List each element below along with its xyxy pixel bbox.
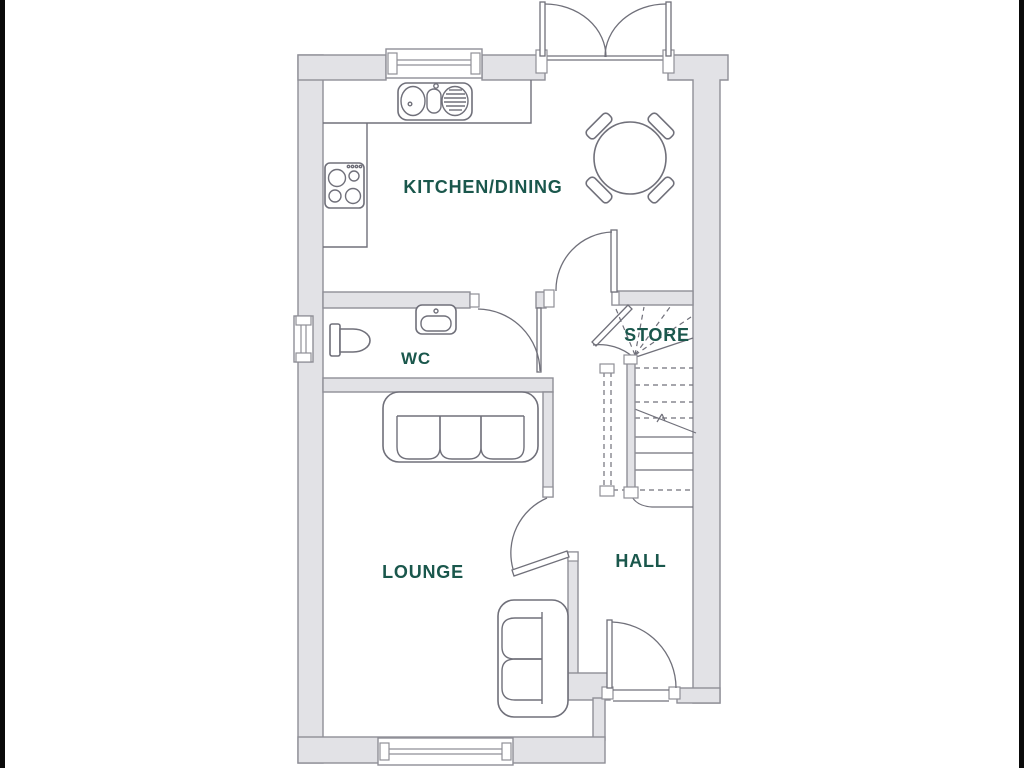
lounge-window (377, 737, 514, 766)
hall-label: HALL (615, 551, 666, 571)
wall-top-left (297, 54, 387, 81)
stair-stringer (626, 356, 636, 491)
wall-kitchen-stairs (611, 290, 694, 306)
french-door-leaf-right (665, 1, 672, 57)
front-door-leaf (606, 619, 613, 689)
wall-lounge-right (542, 391, 554, 498)
staircase-icon (613, 306, 697, 508)
wall-exterior-right (667, 54, 729, 704)
dining-table-chairs-icon (585, 112, 675, 204)
french-doors (535, 1, 675, 74)
letterbox-bar-right (1019, 0, 1024, 768)
toilet-icon (329, 323, 371, 357)
kitchen-dining-label: KITCHEN/DINING (403, 177, 562, 197)
kitchen-window (385, 48, 483, 79)
sink-drainer-icon (397, 82, 473, 121)
sofa-3-seat-icon (382, 391, 539, 463)
french-door-leaf-left (539, 1, 546, 57)
lounge-door-leaf (511, 550, 570, 577)
kitchen-door (543, 229, 620, 308)
lounge-label: LOUNGE (382, 562, 464, 582)
handrail-icon (599, 363, 615, 497)
kitchen-door-leaf (610, 229, 618, 293)
letterbox-bar-left (0, 0, 5, 768)
front-door (601, 619, 681, 702)
wall-exterior-left (297, 54, 324, 764)
worktop-icon (323, 80, 532, 248)
dining-table (593, 121, 667, 195)
wash-basin-icon (415, 304, 457, 335)
store-door-leaf (591, 304, 633, 347)
dining-chair (647, 112, 675, 140)
wc-window (293, 315, 314, 363)
wc-door (469, 293, 542, 373)
sofa-2-seat-icon (497, 599, 569, 718)
wall-wc-lounge (322, 377, 554, 393)
dining-chair (585, 112, 613, 140)
dining-chair (585, 176, 613, 204)
wall-hall-left (567, 551, 579, 689)
wall-porch-connector (592, 697, 606, 741)
wc-label: WC (401, 349, 431, 368)
room-labels: KITCHEN/DINING WC STORE LOUNGE HALL (382, 177, 690, 582)
hob-icon (324, 162, 365, 209)
wall-hall-bottom (676, 687, 721, 704)
wc-door-leaf (536, 307, 542, 373)
store-label: STORE (624, 325, 690, 345)
dining-chair (647, 176, 675, 204)
lounge-door (510, 486, 579, 577)
